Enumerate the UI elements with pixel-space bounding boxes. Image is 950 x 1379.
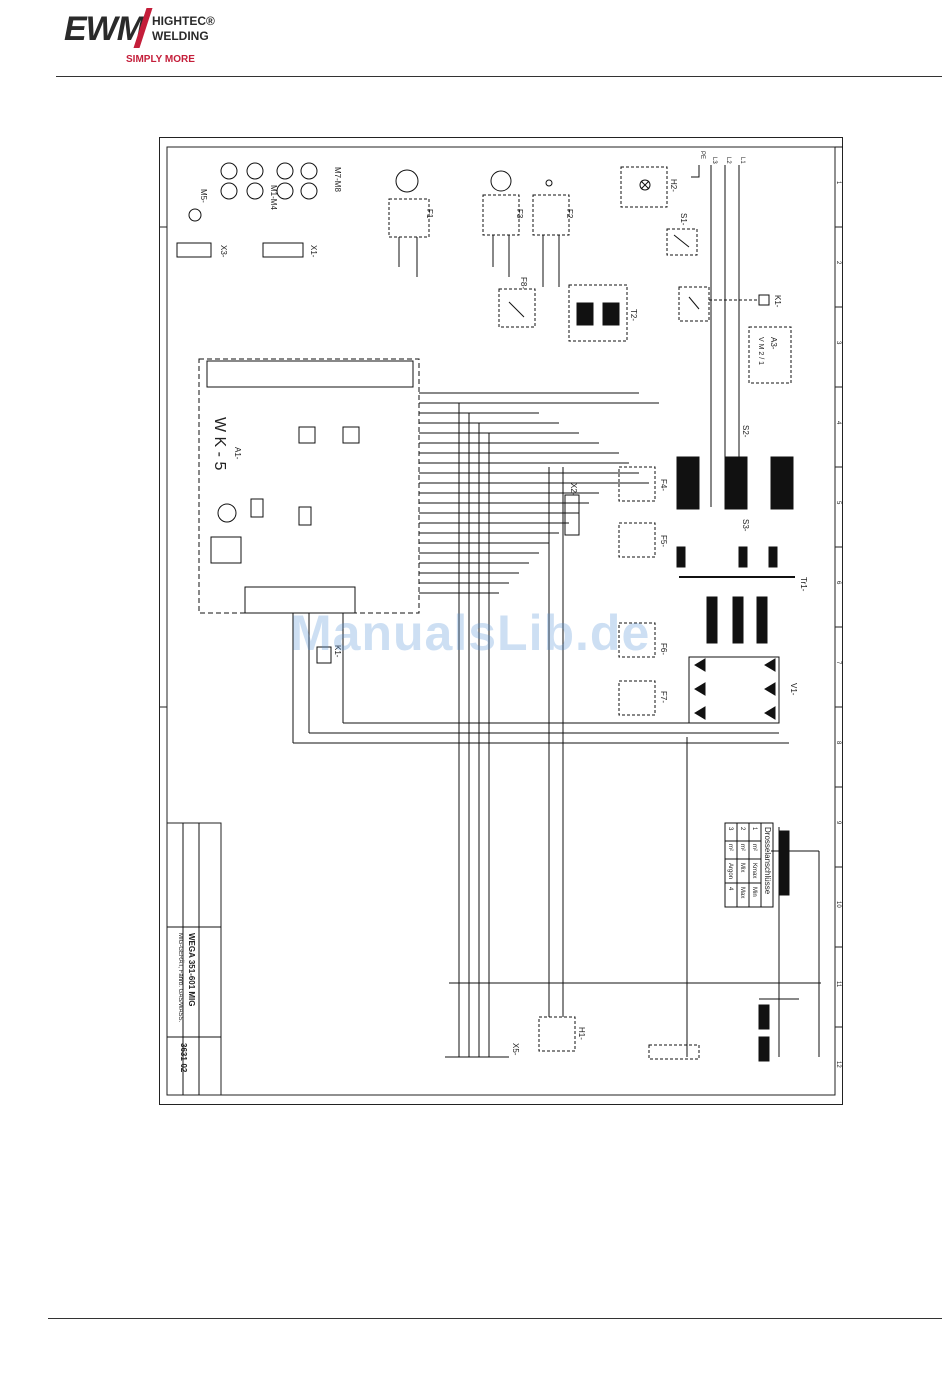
- title-block: [166, 822, 222, 1096]
- inner-frame: [166, 146, 836, 1096]
- grid-11: 11: [835, 981, 841, 988]
- choke-row3-col2: m²: [727, 844, 733, 851]
- label-t2: T2-: [629, 309, 638, 321]
- label-x5: X5-: [511, 1043, 520, 1056]
- label-l2: L2: [725, 157, 731, 164]
- f1-device: [388, 169, 430, 277]
- label-f8: F8-: [519, 277, 528, 289]
- outer-frame: [159, 137, 843, 1105]
- brand-tagline: SIMPLY MORE: [126, 54, 195, 65]
- label-k1: K1-: [773, 295, 782, 308]
- label-s2: S2-: [741, 425, 750, 438]
- grid-8: 8: [835, 741, 841, 745]
- label-m7m8: M7-M8: [333, 167, 342, 192]
- choke-row1-col1: 1: [751, 827, 757, 831]
- f2-f3-devices: [482, 170, 570, 287]
- label-f4: F4-: [659, 479, 668, 491]
- t2-transformer: [568, 284, 628, 342]
- choke-row3-col4: 4: [727, 887, 733, 891]
- tr1-transformer: [706, 596, 768, 644]
- choke-row2-col4: Max: [739, 887, 745, 898]
- mains-supply: [691, 165, 740, 507]
- grid-3: 3: [835, 341, 841, 345]
- h2-indicator: [620, 166, 668, 208]
- label-f7: F7-: [659, 691, 668, 703]
- board-label: W K - 5: [211, 417, 228, 470]
- label-f6: F6-: [659, 643, 668, 655]
- k1-contactor: [678, 286, 770, 322]
- choke-row2-col1: 2: [739, 827, 745, 831]
- choke-row3-col3: Argon: [727, 863, 733, 879]
- s1-switch: [666, 228, 698, 256]
- signal-bus: [419, 392, 659, 594]
- choke-row2-col3: Mix: [739, 863, 745, 872]
- label-x3: X3-: [219, 245, 228, 258]
- label-l3: L3: [711, 157, 717, 164]
- main-wiring: [292, 403, 821, 1057]
- choke-coil: [778, 830, 790, 896]
- x3-x1-terminals: [176, 242, 304, 258]
- header-rule: [56, 76, 942, 77]
- label-h1: H1-: [577, 1027, 586, 1040]
- grid-6: 6: [835, 581, 841, 585]
- choke-table-header: Drosselanschlüsse: [763, 827, 772, 895]
- grid-1: 1: [835, 181, 841, 185]
- label-f3: F3-: [515, 209, 524, 221]
- choke-row2-col2: m²: [739, 844, 745, 851]
- brand-line1: HIGHTEC®: [152, 14, 215, 28]
- fan-motors: [188, 162, 318, 222]
- choke-row1-col3: Kmax: [751, 863, 757, 878]
- footer-rule: [48, 1318, 942, 1319]
- label-x1: X1-: [309, 245, 318, 258]
- label-v1: V1-: [789, 683, 798, 696]
- grid-9: 9: [835, 821, 841, 825]
- brand-name: EWM: [64, 10, 145, 48]
- label-f1: F1-: [425, 209, 434, 221]
- label-l1: L1: [739, 157, 745, 164]
- label-pe: PE: [699, 151, 705, 159]
- circuit-diagram-sheet: 1 2 3 4 5 6 7 8 9 10 11 12 L1 L2 L3 PE H…: [159, 137, 843, 1105]
- label-x2: X2-: [569, 483, 578, 496]
- k1-relay: [316, 646, 332, 664]
- brand-line2: WELDING: [152, 29, 209, 43]
- grid-4: 4: [835, 421, 841, 425]
- choke-row1-col4: Min: [751, 887, 757, 897]
- choke-table: [724, 822, 774, 908]
- choke-row3-col1: 3: [727, 827, 733, 831]
- h1-x5: [445, 1004, 770, 1062]
- title-model: WEGA 351-601 MIG: [187, 933, 196, 1007]
- label-a3: A3-: [769, 337, 778, 350]
- label-a3-sub: V M 2 / 1: [757, 337, 764, 365]
- grid-10: 10: [835, 901, 841, 908]
- label-k1b: K1-: [333, 645, 342, 658]
- grid-markers: [159, 226, 843, 1028]
- board-ref: A1-: [233, 447, 242, 460]
- wk5-control-board: [198, 358, 420, 614]
- label-f2: F2-: [565, 209, 574, 221]
- label-h2: H2-: [669, 179, 678, 192]
- x2-f4-f5: [564, 466, 656, 558]
- grid-7: 7: [835, 661, 841, 665]
- choke-row1-col2: m²: [751, 844, 757, 851]
- f8-switch: [498, 288, 536, 328]
- f6-f7: [618, 622, 656, 716]
- label-tr1: Tr1-: [799, 577, 808, 592]
- label-s1: S1-: [679, 213, 688, 226]
- label-f5: F5-: [659, 535, 668, 547]
- wiring-diagram: 1 2 3 4 5 6 7 8 9 10 11 12 L1 L2 L3 PE H…: [159, 137, 843, 1105]
- label-m1m4: M1-M4: [269, 185, 278, 210]
- v1-rectifier: [688, 656, 780, 724]
- ewm-logo: EWM HIGHTEC® WELDING SIMPLY MORE: [64, 8, 224, 70]
- label-m5: M5-: [199, 189, 208, 203]
- watermark: ManualsLib.de: [290, 605, 651, 661]
- label-s3: S3-: [741, 519, 750, 532]
- title-subtitle: MIG-GERÄT, Fahrb. GAS/WASS.: [177, 933, 184, 1022]
- grid-5: 5: [835, 501, 841, 505]
- grid-2: 2: [835, 261, 841, 265]
- grid-12: 12: [835, 1061, 841, 1068]
- a3-module: [748, 326, 792, 384]
- title-drawing-no: 3631-02: [179, 1043, 188, 1073]
- s2-s3-switches: [676, 456, 795, 578]
